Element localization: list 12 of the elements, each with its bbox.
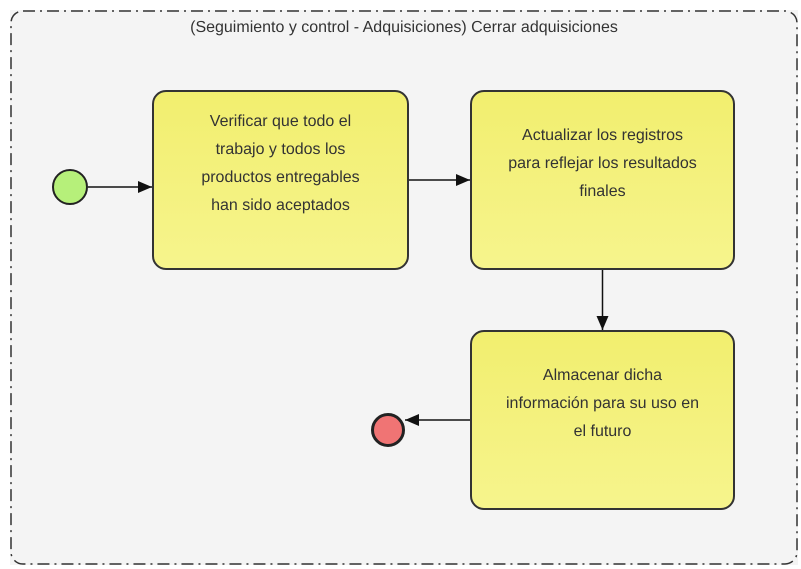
pool-container <box>10 10 798 565</box>
pool-title: (Seguimiento y control - Adquisiciones) Cerrar adquisiciones <box>189 18 619 38</box>
arrow <box>88 181 152 193</box>
task-box <box>470 330 735 510</box>
task-label: Almacenar dicha información para su uso en el futuro <box>506 366 699 442</box>
task-label: Verificar que todo el trabajo y todos los productos entregables han sido aceptados <box>200 112 361 216</box>
arrow <box>409 174 470 186</box>
task-label: Actualizar los registros para reflejar los resultados finales <box>507 126 698 202</box>
arrow <box>596 270 608 330</box>
task-box <box>470 90 735 270</box>
task-box <box>152 90 409 270</box>
arrow <box>405 414 470 426</box>
